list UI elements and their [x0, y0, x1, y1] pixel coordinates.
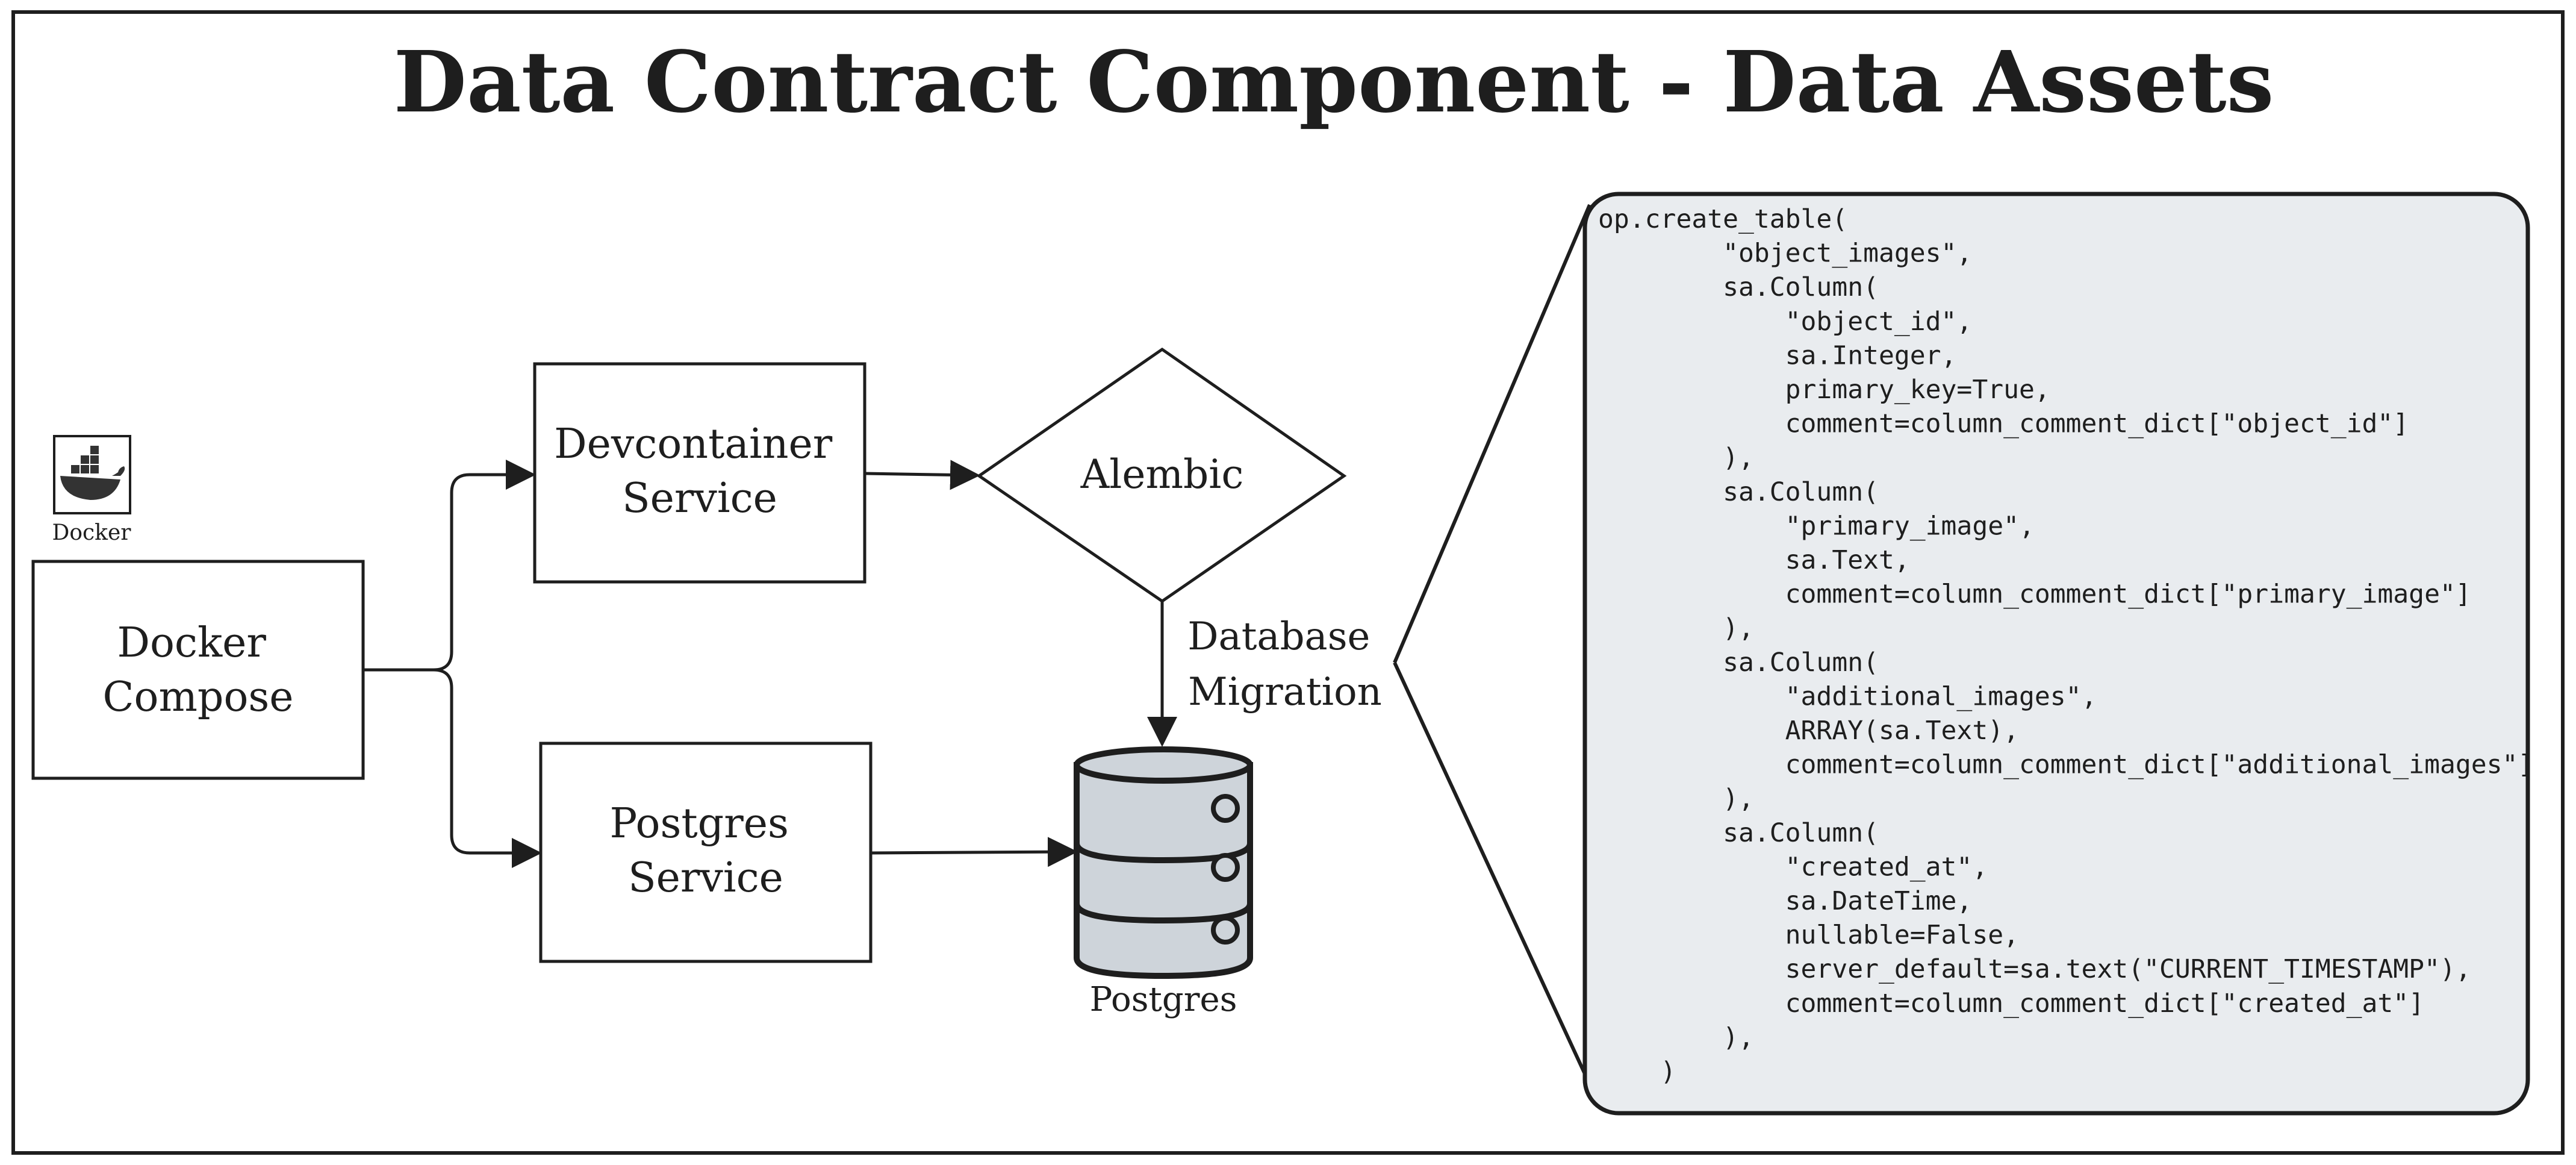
code-line: "object_images", [1598, 239, 1972, 269]
devcontainer-service-node [533, 362, 866, 584]
callout-line-bottom [1393, 661, 1591, 1085]
code-line: comment=column_comment_dict["object_id"] [1598, 409, 2409, 439]
database-migration-label: Database Migration [1187, 614, 1383, 714]
code-line: "created_at", [1598, 852, 1988, 882]
code-line: sa.Integer, [1598, 340, 1956, 370]
code-line: primary_key=True, [1598, 375, 2050, 405]
code-line: ), [1598, 784, 1754, 814]
devcontainer-service-label: Devcontainer Service [554, 420, 845, 522]
arrow-compose-to-postgres-service [433, 668, 542, 868]
alembic-label: Alembic [1080, 451, 1244, 498]
code-block: op.create_table( "object_images", sa.Col… [1598, 204, 2533, 1087]
code-line: ), [1598, 443, 1754, 473]
code-line: sa.DateTime, [1598, 886, 1972, 916]
code-line: comment=column_comment_dict["primary_ima… [1598, 579, 2471, 610]
code-line: ), [1598, 613, 1754, 643]
code-line: "additional_images", [1598, 681, 2097, 711]
code-line: server_default=sa.text("CURRENT_TIMESTAM… [1598, 954, 2471, 984]
code-line: sa.Column( [1598, 272, 1879, 302]
callout-line-top [1393, 204, 1591, 664]
code-line: comment=column_comment_dict["created_at"… [1598, 989, 2424, 1019]
code-line: ARRAY(sa.Text), [1598, 716, 2019, 746]
code-line: sa.Column( [1598, 477, 1879, 507]
code-line: "primary_image", [1598, 511, 2035, 541]
database-cylinder-icon [1074, 746, 1253, 979]
docker-compose-label: Docker Compose [102, 619, 293, 721]
code-line: sa.Column( [1598, 648, 1879, 678]
arrow-postgres-service-to-database [870, 837, 1078, 867]
arrow-compose-to-devcontainer [363, 460, 536, 672]
postgres-db-label: Postgres [1090, 980, 1237, 1019]
docker-whale-icon [53, 435, 131, 514]
docker-compose-node [31, 560, 365, 780]
code-line: nullable=False, [1598, 920, 2019, 951]
arrow-devcontainer-to-alembic [864, 460, 980, 490]
docker-icon-label: Docker [52, 520, 131, 545]
code-panel [1582, 192, 2530, 1116]
code-line: ) [1598, 1057, 1676, 1087]
code-line: sa.Column( [1598, 818, 1879, 848]
diagram-title: Data Contract Component - Data Assets [394, 33, 2274, 132]
code-line: ), [1598, 1022, 1754, 1052]
postgres-service-node [539, 742, 873, 963]
code-line: comment=column_comment_dict["additional_… [1598, 750, 2533, 780]
postgres-service-label: Postgres Service [610, 800, 802, 902]
code-line: op.create_table( [1598, 204, 1847, 234]
code-line: sa.Text, [1598, 545, 1910, 575]
code-line: "object_id", [1598, 307, 1972, 337]
